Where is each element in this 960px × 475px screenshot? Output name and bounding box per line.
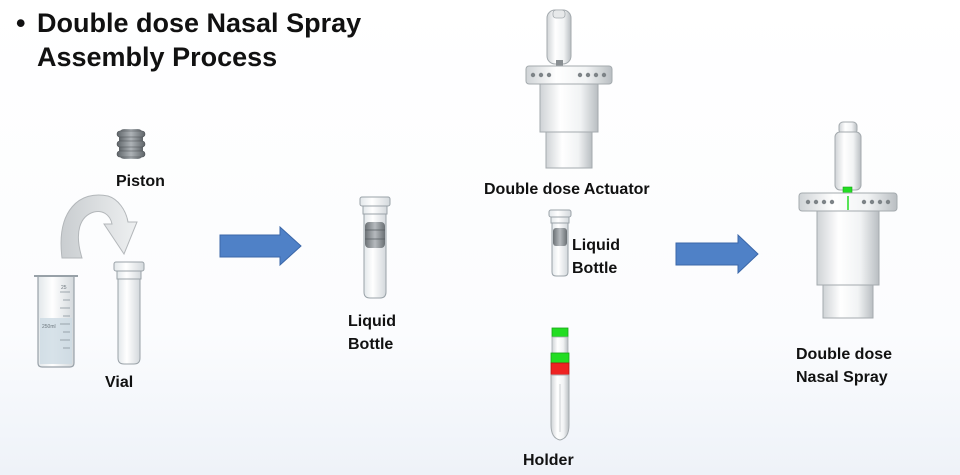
liquid-bottle-label-2-line-2: Bottle (572, 260, 618, 277)
right-arrow-1-icon (219, 225, 302, 267)
beaker-volume-mark: 250ml (42, 324, 56, 330)
liquid-bottle-label-2: Liquid Bottle (572, 234, 620, 280)
slide-title: • Double dose Nasal Spray Assembly Proce… (16, 6, 361, 74)
beaker-image: 25 250ml (34, 275, 78, 368)
liquid-bottle-label-1-line-2: Bottle (348, 336, 394, 353)
liquid-bottle-label-2-line-1: Liquid (572, 237, 620, 254)
piston-label: Piston (116, 173, 165, 190)
piston-image (116, 129, 146, 159)
vial-image (113, 261, 145, 365)
liquid-bottle-label-1: Liquid Bottle (348, 310, 396, 356)
title-bullet: • (16, 8, 26, 38)
title-line-1: Double dose Nasal Spray (37, 8, 362, 38)
liquid-bottle-label-1-line-1: Liquid (348, 313, 396, 330)
holder-label: Holder (523, 452, 574, 469)
holder-image (550, 327, 570, 441)
actuator-label: Double dose Actuator (484, 181, 650, 198)
beaker-top-mark: 25 (61, 285, 67, 291)
right-arrow-2-icon (675, 233, 759, 275)
actuator-image (525, 9, 613, 169)
final-product-label: Double dose Nasal Spray (796, 343, 892, 389)
liquid-bottle-small-image (548, 209, 572, 277)
title-line-2: Assembly Process (37, 42, 278, 72)
liquid-bottle-assembled-image (359, 196, 391, 299)
final-product-label-line-1: Double dose (796, 346, 893, 363)
curved-arrow-icon (60, 194, 138, 259)
final-product-label-line-2: Nasal Spray (796, 369, 888, 386)
vial-label: Vial (105, 374, 134, 391)
nasal-spray-image (798, 121, 898, 319)
